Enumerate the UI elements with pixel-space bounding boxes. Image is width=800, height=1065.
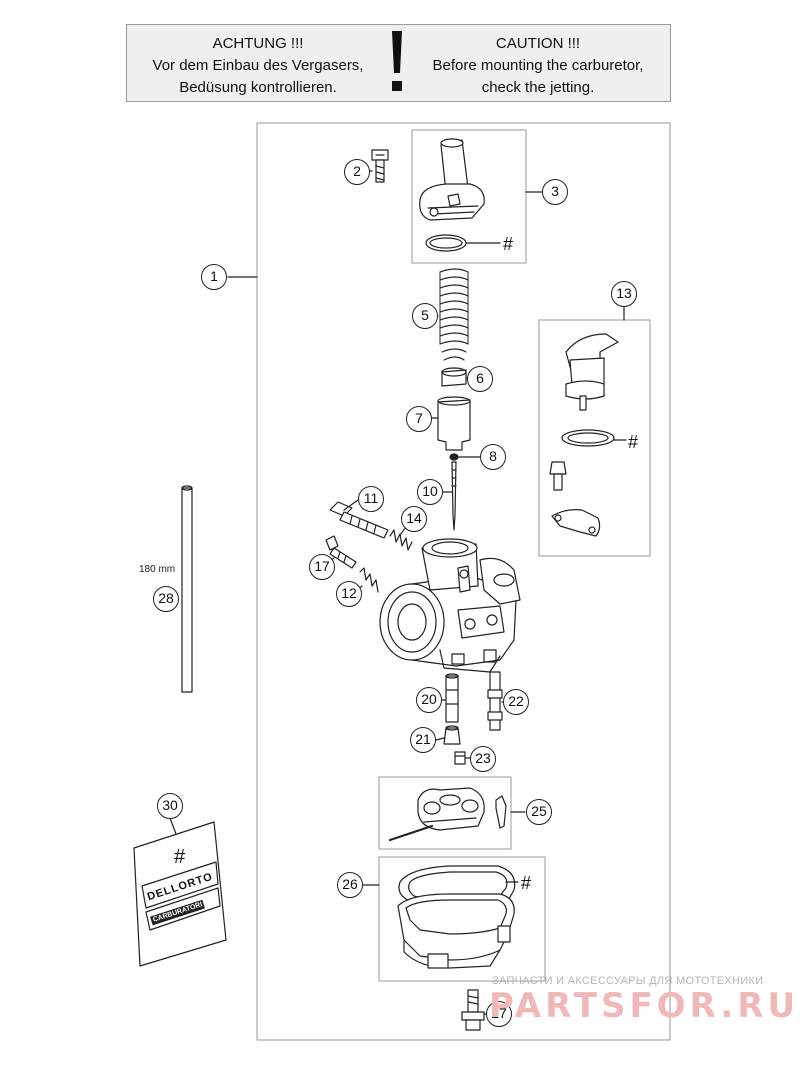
spring-part-12 (359, 567, 379, 593)
leader-30 (169, 817, 177, 835)
starter-gasket (561, 429, 615, 447)
starter-screw (549, 461, 567, 491)
throttle-slide-part-7 (437, 396, 471, 451)
callout-6: 6 (467, 366, 493, 392)
float-bowl (397, 893, 515, 969)
callout-3: 3 (542, 179, 568, 205)
idle-screw-part-11 (329, 501, 389, 539)
hash-mark-kit: # (174, 846, 186, 868)
starter-jet-part-22 (487, 671, 503, 731)
assembly-frame (256, 122, 671, 1041)
callout-23: 23 (470, 746, 496, 772)
leader-11 (343, 499, 359, 511)
slide-cover-part-3 (419, 138, 485, 221)
exclamation-icon (392, 31, 402, 91)
hash-mark-bowl: # (521, 873, 532, 893)
fuel-hose-part-28 (181, 485, 193, 693)
float-pin (388, 824, 434, 842)
callout-26: 26 (337, 872, 363, 898)
warning-de-title: ACHTUNG !!! (212, 35, 304, 52)
jet-kit-package-part-30 (133, 821, 227, 967)
leader-21 (435, 737, 445, 741)
screw-part-2 (371, 149, 389, 183)
warning-english: CAUTION !!! Before mounting the carburet… (409, 33, 667, 99)
hose-length-label: 180 mm (139, 564, 176, 575)
warning-german: ACHTUNG !!! Vor dem Einbau des Vergasers… (133, 33, 383, 99)
watermark-logo: PARTSFOR.RU (489, 986, 800, 1026)
callout-30: 30 (157, 793, 183, 819)
air-screw-part-17 (325, 535, 357, 569)
watermark-tagline: ЗАПЧАСТИ И АКСЕССУАРЫ ДЛЯ МОТОТЕХНИКИ (492, 975, 764, 987)
callout-2: 2 (344, 159, 370, 185)
hash-mark-cover: # (503, 234, 514, 254)
callout-10: 10 (417, 479, 443, 505)
callout-5: 5 (412, 303, 438, 329)
float-needle-valve (495, 795, 507, 829)
callout-7: 7 (406, 406, 432, 432)
callout-12: 12 (336, 581, 362, 607)
callout-28: 28 (153, 586, 179, 612)
warning-banner: ACHTUNG !!! Vor dem Einbau des Vergasers… (126, 24, 671, 102)
clip-part-8 (449, 453, 459, 461)
group-box-25 (378, 776, 512, 850)
cover-gasket (425, 234, 467, 252)
main-jet-part-23 (454, 751, 466, 765)
group-box-26 (378, 856, 546, 982)
warning-de-line1: Vor dem Einbau des Vergasers, (152, 57, 364, 74)
spring-seat-part-6 (441, 367, 467, 387)
spring-part-5 (439, 268, 469, 361)
callout-13: 13 (611, 281, 637, 307)
starter-bracket (551, 509, 601, 537)
callout-22: 22 (503, 689, 529, 715)
group-box-13 (538, 319, 651, 557)
callout-14: 14 (401, 506, 427, 532)
callout-1: 1 (201, 264, 227, 290)
callout-27: 27 (486, 1001, 512, 1027)
callout-8: 8 (480, 444, 506, 470)
drain-screw-part-27 (461, 989, 485, 1031)
warning-en-line2: check the jetting. (481, 79, 595, 96)
jet-holder-part-20 (445, 673, 459, 723)
callout-20: 20 (416, 687, 442, 713)
warning-en-title: CAUTION !!! (495, 35, 581, 52)
callout-21: 21 (410, 727, 436, 753)
carburetor-body (379, 538, 521, 673)
group-box-3 (411, 129, 527, 264)
spring-part-14 (389, 529, 413, 551)
warning-de-line2: Bedüsung kontrollieren. (179, 79, 337, 96)
float-part (417, 787, 485, 831)
needle-part-10 (451, 461, 457, 531)
nut-part-21 (443, 725, 461, 745)
callout-25: 25 (526, 799, 552, 825)
hash-mark-starter: # (628, 432, 639, 452)
callout-11: 11 (358, 486, 384, 512)
warning-en-line1: Before mounting the carburetor, (432, 57, 644, 74)
starter-valve-part-13 (565, 333, 619, 411)
callout-17: 17 (309, 554, 335, 580)
